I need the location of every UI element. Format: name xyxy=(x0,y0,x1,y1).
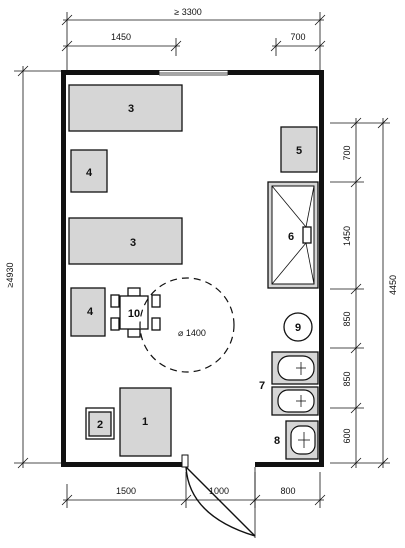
dim-bottom: 1500 1000 800 xyxy=(61,472,326,508)
door xyxy=(181,454,256,538)
bed-middle: 3 xyxy=(68,217,183,265)
dim-right-seg-2: 1450 xyxy=(342,226,352,246)
dim-left-height-label: ≥4930 xyxy=(5,263,15,288)
table-label: 10 xyxy=(128,308,140,320)
dim-top-right-label: 700 xyxy=(290,32,305,42)
window xyxy=(158,70,229,76)
dim-right-seg-3: 850 xyxy=(342,311,352,326)
turning-circle: ⌀ 1400 xyxy=(139,277,235,373)
wardrobe: 1 xyxy=(119,387,172,457)
dim-total-width: ≥ 3300 xyxy=(61,7,326,74)
dim-top-left-label: 1450 xyxy=(111,32,131,42)
walls xyxy=(61,70,324,467)
item-8-label: 8 xyxy=(274,435,280,447)
dim-bottom-left-label: 1500 xyxy=(116,486,136,496)
chair-label: 2 xyxy=(97,419,103,431)
dim-left-height: ≥4930 xyxy=(5,65,62,469)
dim-bottom-right-label: 800 xyxy=(280,486,295,496)
dim-top-right: 700 xyxy=(270,32,326,56)
item-9-label: 9 xyxy=(295,322,301,334)
item-5-label: 5 xyxy=(296,145,302,157)
circle-diameter-label: ⌀ 1400 xyxy=(178,328,206,338)
item-7: 7 xyxy=(259,351,319,416)
dim-top-left: 1450 xyxy=(61,32,182,56)
nightstand-mid: 4 xyxy=(70,287,106,337)
dim-right-seg-4: 850 xyxy=(342,371,352,386)
bed-top-label: 3 xyxy=(128,103,134,115)
bed-middle-label: 3 xyxy=(130,237,136,249)
dim-door-label: 1000 xyxy=(209,486,229,496)
shower-label: 6 xyxy=(288,231,294,243)
shower: 6 xyxy=(267,181,319,289)
dim-right-segments: 700 1450 850 850 600 xyxy=(330,117,390,469)
item-7-label: 7 xyxy=(259,380,265,392)
wardrobe-label: 1 xyxy=(142,416,148,428)
bed-top: 3 xyxy=(68,84,183,132)
nightstand-top: 4 xyxy=(70,149,108,193)
item-8: 8 xyxy=(274,420,319,460)
item-9: 9 xyxy=(283,312,313,342)
table-with-chairs: 10 xyxy=(110,287,161,338)
dim-right-seg-5: 600 xyxy=(342,428,352,443)
dim-right-seg-1: 700 xyxy=(342,145,352,160)
dim-right-total: 4450 xyxy=(377,117,398,469)
item-5: 5 xyxy=(280,126,318,173)
nightstand-mid-label: 4 xyxy=(87,306,94,318)
nightstand-top-label: 4 xyxy=(86,167,93,179)
dim-right-total-label: 4450 xyxy=(388,275,398,295)
chair: 2 xyxy=(85,407,115,440)
dim-total-width-label: ≥ 3300 xyxy=(174,7,201,17)
